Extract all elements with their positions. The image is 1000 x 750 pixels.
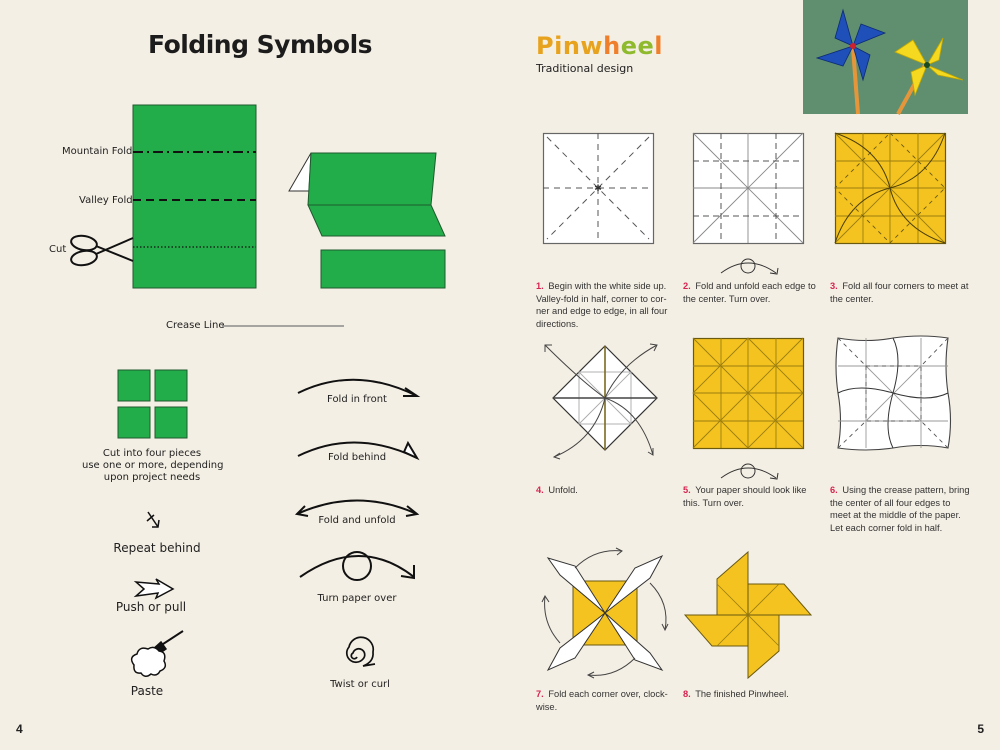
fold-behind-arrow-icon	[297, 440, 420, 461]
fold-unfold-label: Fold and unfold	[318, 515, 396, 526]
push-pull-label: Push or pull	[115, 600, 187, 614]
step3-diagram	[834, 132, 947, 245]
fold-behind-label: Fold behind	[327, 452, 387, 463]
cut-four-line1: Cut into four pieces	[102, 448, 202, 459]
fold-in-front-arrow-icon	[297, 378, 421, 397]
four-pieces-icon	[117, 369, 188, 439]
turn-over-arrow-icon	[299, 551, 415, 581]
pinwheel-photo	[803, 0, 968, 115]
fold-in-front-label: Fold in front	[327, 394, 387, 405]
step-2-caption: 2. Fold and unfold each edge to the cent…	[683, 281, 816, 304]
svg-text:✱: ✱	[594, 183, 602, 193]
turn-over-label: Turn paper over	[317, 593, 397, 604]
turn-over-icon	[720, 463, 779, 480]
paste-label: Paste	[130, 684, 164, 698]
title-letter: e	[637, 32, 655, 60]
repeat-behind-icon	[146, 511, 160, 528]
cut-four-line3: upon project needs	[103, 472, 201, 483]
paste-icon	[130, 630, 184, 677]
step6-diagram	[835, 335, 952, 451]
step-7-caption: 7. Fold each corner over, clock-wise.	[536, 689, 668, 712]
pinwheel-subtitle: Traditional design	[536, 62, 634, 75]
step-3-caption: 3. Fold all four corners to meet at the …	[830, 281, 969, 304]
title-letter: l	[654, 32, 663, 60]
page-title: Folding Symbols	[148, 30, 373, 59]
step1-diagram: ✱	[542, 132, 655, 245]
title-letter: P	[536, 32, 555, 60]
green-paper-diagram	[70, 104, 446, 677]
cut-label: Cut	[49, 244, 67, 255]
mountain-fold-label: Mountain Fold	[62, 146, 133, 157]
title-letter: h	[603, 32, 621, 60]
left-page: Folding Symbols	[16, 30, 446, 736]
right-page: Pinwheel Traditional design ✱	[500, 0, 1000, 750]
step5-diagram	[692, 337, 805, 480]
step-6-caption: 6. Using the crease pattern, bring the c…	[830, 485, 970, 533]
scissors-icon	[70, 234, 134, 267]
pinwheel-title: Pinwheel	[536, 32, 663, 60]
repeat-behind-label: Repeat behind	[113, 541, 201, 555]
page-number-left: 4	[16, 722, 23, 736]
turn-over-icon	[720, 258, 779, 275]
crease-line-label: Crease Line	[166, 320, 225, 331]
push-pull-arrow-icon	[133, 578, 175, 600]
step-4-caption: 4. Unfold.	[536, 485, 578, 495]
page-number-right: 5	[977, 722, 984, 736]
step7-diagram	[541, 547, 669, 679]
step-8-caption: 8. The finished Pinwheel.	[683, 689, 789, 699]
step-1-caption: 1. Begin with the white side up. Valley-…	[536, 281, 668, 329]
twist-curl-label: Twist or curl	[330, 679, 390, 690]
title-letter: w	[580, 32, 604, 60]
step8-diagram	[683, 550, 813, 680]
step2-diagram	[692, 132, 805, 275]
title-letter: i	[554, 32, 563, 60]
valley-fold-label: Valley Fold	[79, 195, 133, 206]
step-5-caption: 5. Your paper should look like this. Tur…	[683, 485, 807, 508]
fold-unfold-arrow-icon	[294, 499, 420, 517]
title-letter: n	[562, 32, 581, 60]
title-letter: e	[620, 32, 638, 60]
step4-diagram	[544, 343, 658, 460]
twist-curl-icon	[345, 636, 376, 667]
cut-four-line2: use one or more, depending	[82, 460, 224, 471]
